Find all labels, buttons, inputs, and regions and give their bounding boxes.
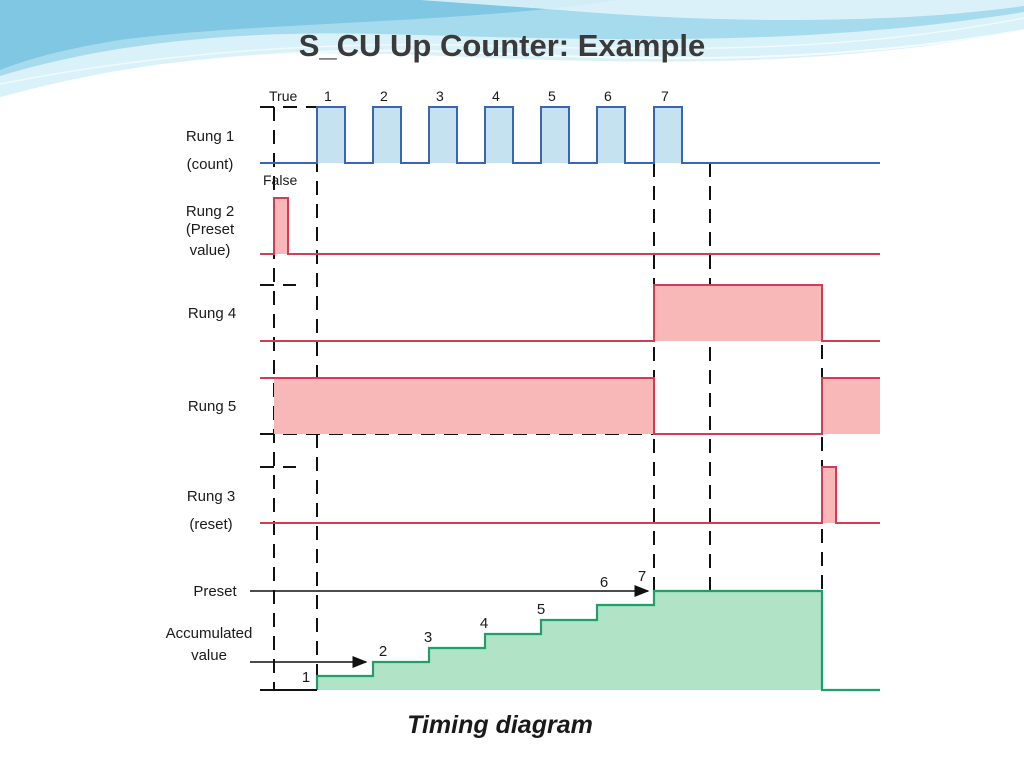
accumulated-step-5: 5 [537,601,545,618]
state-label-true: True [269,88,297,104]
rung1-pulse-fill [317,107,682,163]
rung2-label-line-3: value) [190,242,231,259]
rung2-label-line-1: Rung 2 [186,203,234,220]
accumulated-step-2: 2 [379,643,387,660]
rung1-label-line-1: Rung 1 [186,128,234,145]
rung3-label-line-2: (reset) [189,516,232,533]
pulse-number-5: 5 [548,88,556,104]
pulse-number-6: 6 [604,88,612,104]
pulse-number-labels: 1 2 3 4 5 6 7 [324,88,669,104]
rung3-label-line-1: Rung 3 [187,488,235,505]
slide-title: S_CU Up Counter: Example [298,28,706,63]
rung1-signal [260,106,880,164]
rung2-pulse-fill [274,198,288,254]
rung5-label-line-1: Rung 5 [188,398,236,415]
rung5-on-fill-a [274,378,654,434]
accumulated-step-labels: 1 2 3 4 5 6 7 [302,568,646,686]
accumulated-fill [317,591,822,690]
rung2-label-line-2: (Preset [186,221,235,238]
rung1-label-line-2: (count) [187,156,234,173]
accumulated-label-line-1: Accumulated [166,625,253,642]
accumulated-label-line-2: value [191,647,227,664]
rung-labels: Rung 1 (count) Rung 2(Preset value) Rung 4 Ru… [166,128,253,664]
preset-label-line-1: Preset [193,583,237,600]
rung2-signal [260,197,880,255]
accumulated-step-7: 7 [638,568,646,585]
rung4-label-line-1: Rung 4 [188,305,236,322]
background-swoosh [0,0,1024,99]
pulse-number-4: 4 [492,88,500,104]
accumulated-step-4: 4 [480,615,488,632]
pulse-number-1: 1 [324,88,332,104]
rung5-signal [260,377,880,435]
pulse-number-3: 3 [436,88,444,104]
pulse-number-7: 7 [661,88,669,104]
accumulated-step-3: 3 [424,629,432,646]
rung4-on-fill [654,285,822,341]
rung4-signal [260,284,880,342]
accumulated-step-1: 1 [302,669,310,686]
rung3-pulse-fill [822,467,836,523]
accumulated-staircase [315,589,880,692]
rung3-signal [260,466,880,524]
pulse-number-2: 2 [380,88,388,104]
diagram-caption: Timing diagram [407,711,593,739]
rung5-on-fill-b [822,378,880,434]
state-label-false: False [263,172,297,188]
accumulated-step-6: 6 [600,574,608,591]
